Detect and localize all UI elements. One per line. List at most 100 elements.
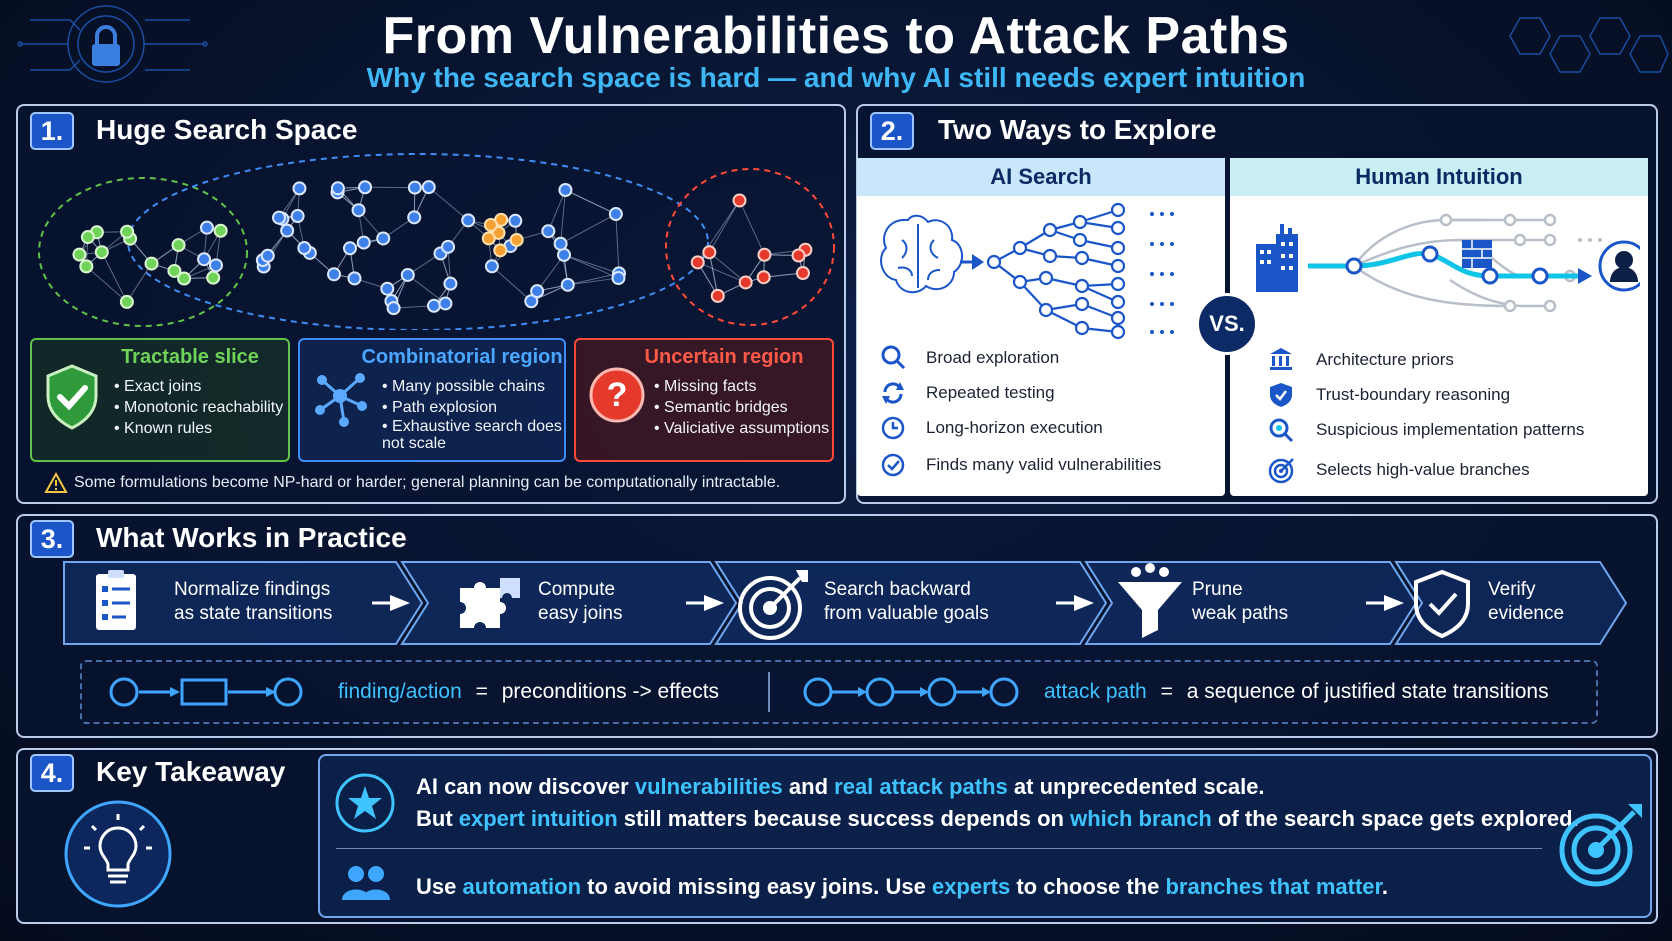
graph-node (541, 224, 556, 239)
attack-path-glyph (803, 677, 1019, 707)
building-icon (1256, 224, 1298, 292)
graph-node (407, 210, 422, 225)
complexity-warning: Some formulations become NP-hard or hard… (74, 474, 781, 491)
formula-attack-path: attack path = a sequence of justified st… (1044, 680, 1549, 704)
search-space-graph (38, 153, 835, 330)
graph-node (710, 288, 725, 303)
molecule-icon (315, 373, 367, 427)
graph-node (558, 183, 573, 198)
graph-edge (407, 274, 446, 304)
list-item: Semantic bridges (654, 397, 829, 418)
graph-edge (615, 213, 620, 274)
graph-node (509, 232, 524, 247)
shield-check-icon (46, 364, 98, 430)
step-label-line: easy joins (538, 603, 623, 624)
highlight: vulnerabilities (634, 774, 783, 799)
takeaway-line-2: But expert intuition still matters becau… (416, 806, 1579, 832)
list-item: Valiciative assumptions (654, 418, 829, 439)
graph-node (608, 207, 623, 222)
graph-node (690, 255, 705, 270)
list-item: Exhaustive search does not scale (382, 418, 562, 452)
text-span: AI can now discover (416, 774, 635, 799)
ai-feature-label: Repeated testing (926, 383, 1055, 402)
process-flow (63, 561, 1628, 645)
warning-icon (44, 472, 68, 493)
graph-node (272, 210, 287, 225)
graph-node (791, 248, 806, 263)
graph-node (208, 258, 223, 273)
graph-node (386, 301, 401, 316)
graph-node (177, 271, 192, 286)
graph-node (757, 247, 772, 262)
graph-node (144, 256, 159, 271)
list-item: Exact joins (114, 376, 283, 397)
step-label-line: as state transitions (174, 603, 333, 624)
graph-node (119, 294, 134, 309)
text-span: But (416, 806, 459, 831)
graph-edge (560, 189, 566, 244)
section-title: Huge Search Space (96, 114, 358, 145)
graph-node (611, 271, 626, 286)
graph-node (342, 241, 357, 256)
step-compute: Compute easy joins (538, 578, 623, 626)
graph-node (732, 193, 747, 208)
graph-edge (560, 213, 617, 245)
combinatorial-region-title: Combinatorial region (361, 346, 563, 368)
step-normalize: Normalize findings as state transitions (174, 578, 332, 626)
target-icon (738, 570, 808, 640)
section-number-badge: 2. (870, 112, 914, 150)
graph-node (560, 277, 575, 292)
section-number-badge: 4. (30, 754, 74, 792)
step-label-line: Prune (1192, 579, 1243, 600)
magnifier-gear-icon (1269, 418, 1294, 443)
takeaway-divider (336, 848, 1542, 849)
list-item: Path explosion (382, 397, 562, 418)
graph-node (530, 284, 545, 299)
list-item: Known rules (114, 418, 283, 439)
section-title: Two Ways to Explore (938, 114, 1217, 145)
graph-edge (536, 254, 565, 292)
highlight: real attack paths (834, 774, 1008, 799)
firewall-icon (1462, 240, 1492, 268)
question-icon: ? (589, 367, 645, 423)
shield-icon (1270, 383, 1292, 407)
graph-node (493, 243, 508, 258)
funnel-icon (1118, 563, 1182, 638)
graph-edge (708, 252, 719, 296)
graph-node (213, 223, 228, 238)
graph-node (290, 209, 305, 224)
graph-node (421, 180, 436, 195)
combinatorial-region-card: Combinatorial region Many possible chain… (298, 338, 566, 462)
ai-feature-label: Long-horizon execution (926, 418, 1103, 437)
ai-search-column: AI Search (857, 158, 1225, 496)
graph-node (426, 298, 441, 313)
uncertain-region-title: Uncertain region (644, 346, 804, 368)
graph-node (702, 245, 717, 260)
graph-node (376, 231, 391, 246)
human-path-diagram (1256, 213, 1640, 313)
graph-node (380, 281, 395, 296)
graph-node (356, 235, 371, 250)
human-intuition-column: Human Intuition (1230, 158, 1648, 496)
formula-eq: = (1160, 680, 1173, 703)
formula-def: preconditions -> effects (501, 680, 720, 703)
step-verify: Verify evidence (1488, 578, 1564, 626)
graph-node (260, 248, 275, 263)
graph-node (280, 223, 295, 238)
graph-edge (567, 277, 619, 286)
graph-edge (565, 189, 617, 215)
step-search-backward: Search backward from valuable goals (824, 578, 989, 626)
graph-node (508, 213, 523, 228)
graph-edge (567, 272, 620, 286)
step-label-line: Search backward (824, 579, 971, 600)
human-feature-label: Suspicious implementation patterns (1316, 420, 1585, 439)
highlight: branches that matter (1165, 874, 1382, 899)
formula-def: a sequence of justified state transition… (1186, 680, 1549, 703)
tractable-slice-list: Exact joins Monotonic reachability Known… (114, 376, 283, 439)
uncertain-region-list: Missing facts Semantic bridges Valiciati… (654, 376, 829, 439)
graph-edge (708, 252, 719, 296)
ai-branching-diagram (880, 202, 1174, 340)
graph-node (443, 276, 458, 291)
graph-node (297, 241, 312, 256)
puzzle-icon (460, 578, 520, 628)
